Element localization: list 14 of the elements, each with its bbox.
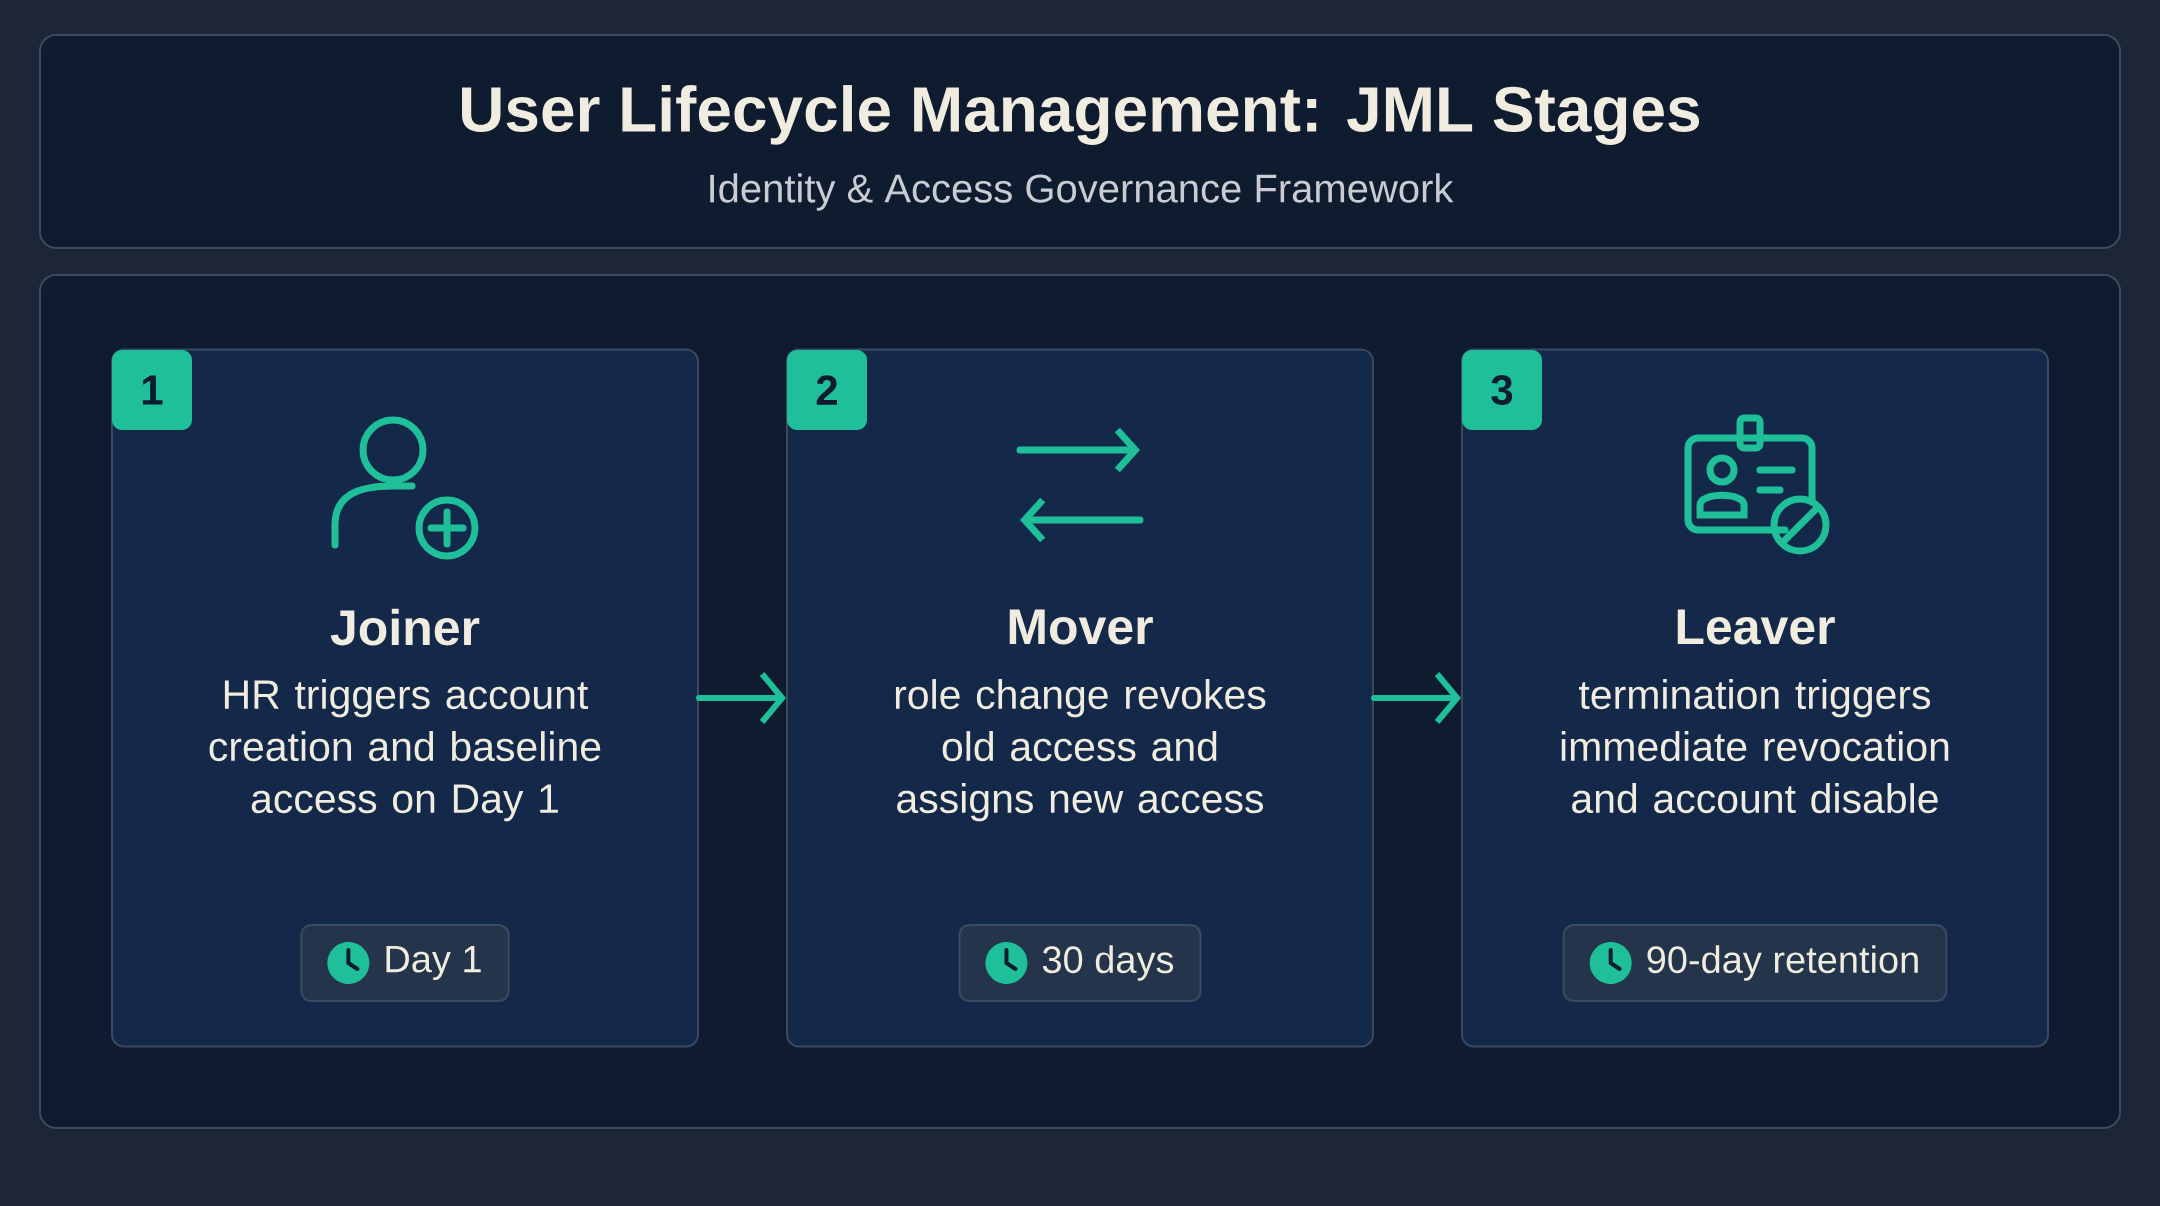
step-number-badge: 1: [112, 350, 192, 430]
title: User Lifecycle Management: JML Stages: [462, 85, 1700, 145]
stage-heading: Mover: [1009, 609, 1153, 645]
duration-pill: 90-day retention: [1562, 924, 1948, 1002]
step-number-badge: 3: [1462, 350, 1542, 430]
stage-description: role change revokes old access and assigns new access: [895, 679, 1266, 822]
duration-pill: Day 1: [300, 924, 510, 1002]
stage-heading: Joiner: [330, 608, 480, 646]
step-number-badge: 2: [787, 350, 867, 430]
stage-description: HR triggers account creation and baseline access on Day 1: [209, 679, 601, 822]
stage-description: termination triggers immediate revocation and account disable: [1561, 679, 1949, 814]
stage-heading: Leaver: [1677, 609, 1835, 645]
duration-pill: 30 days: [958, 924, 1202, 1002]
subtitle: Identity & Access Governance Framework: [710, 173, 1454, 211]
